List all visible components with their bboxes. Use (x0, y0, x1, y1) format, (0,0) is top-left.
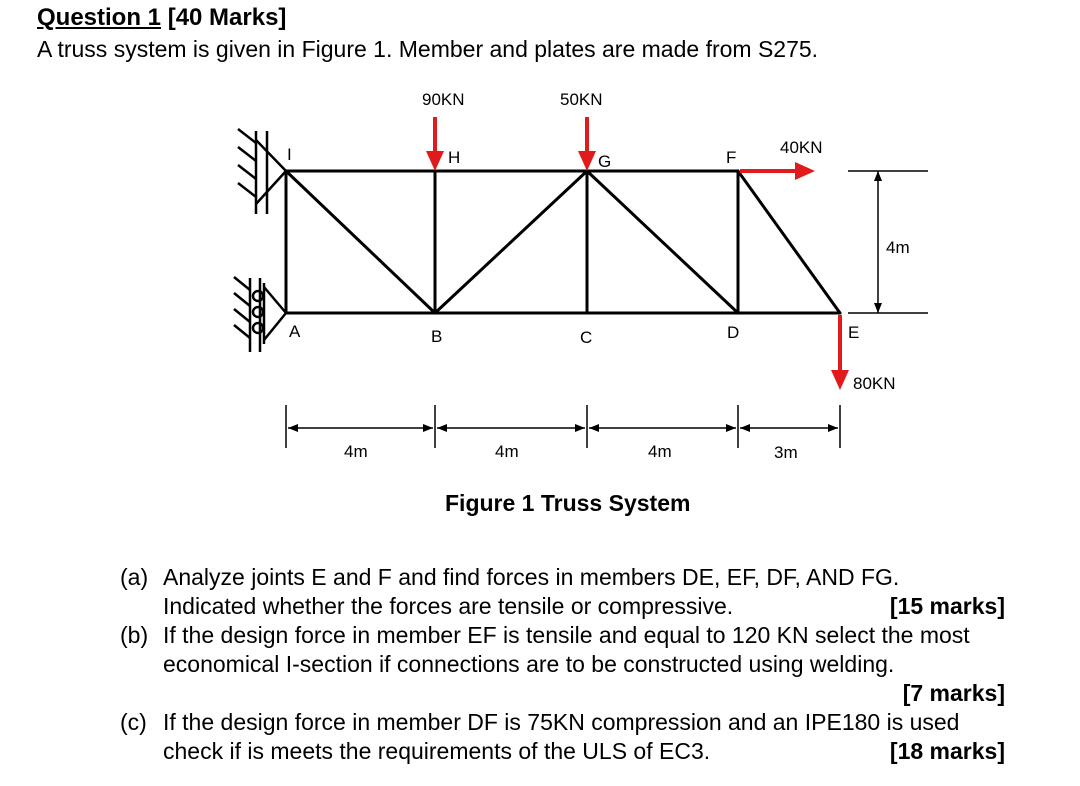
node-label-d: D (727, 323, 739, 342)
load-label-h: 90KN (422, 90, 465, 109)
span-ab-label: 4m (344, 442, 368, 461)
part-c: (c) If the design force in member DF is … (120, 708, 1070, 766)
part-label: (b) (120, 622, 149, 648)
member-gd (585, 169, 740, 315)
span-de-label: 3m (774, 443, 798, 462)
member-fe (736, 169, 842, 315)
span-cd-label: 4m (648, 442, 672, 461)
node-label-f: F (726, 148, 736, 167)
part-text-line1: Analyze joints E and F and find forces i… (163, 564, 900, 590)
node-label-e: E (848, 323, 859, 342)
node-label-b: B (431, 327, 442, 346)
load-labels: 90KN 50KN 40KN 80KN (422, 90, 896, 393)
node-label-i: I (287, 145, 292, 164)
node-label-g: G (598, 152, 611, 171)
span-labels: 4m 4m 4m 3m (344, 442, 798, 462)
dimension-height-label: 4m (886, 238, 910, 257)
node-label-a: A (289, 322, 301, 341)
height-dimension (848, 170, 928, 314)
load-arrow-h-icon (426, 117, 444, 171)
part-a: (a) Analyze joints E and F and find forc… (120, 563, 1070, 621)
truss-members (284, 169, 842, 315)
load-arrow-e-icon (831, 315, 849, 390)
load-arrow-f-icon (740, 162, 815, 180)
part-text-line1: If the design force in member DF is 75KN… (163, 709, 960, 735)
load-label-f: 40KN (780, 138, 823, 157)
member-ib (284, 169, 437, 315)
question-parts: (a) Analyze joints E and F and find forc… (120, 563, 1070, 766)
load-arrows (426, 117, 849, 390)
part-marks: [15 marks] (889, 593, 1005, 619)
part-text-line1: If the design force in member EF is tens… (163, 622, 970, 648)
part-marks: [7 marks] (902, 680, 1005, 706)
roller-support-icon (233, 276, 287, 352)
span-dimensions (285, 405, 841, 448)
load-label-g: 50KN (560, 90, 603, 109)
load-label-e: 80KN (853, 374, 896, 393)
part-marks: [18 marks] (889, 738, 1005, 764)
part-text-line2-row: Indicated whether the forces are tensile… (163, 592, 1005, 621)
span-bc-label: 4m (495, 442, 519, 461)
question-number: Question 1 (37, 4, 162, 31)
part-text-line2: economical I-section if connections are … (163, 651, 895, 677)
part-label: (c) (120, 709, 147, 735)
node-label-c: C (580, 328, 592, 347)
part-b: (b) If the design force in member EF is … (120, 621, 1070, 708)
question-intro: A truss system is given in Figure 1. Mem… (37, 36, 819, 62)
node-label-h: H (448, 148, 460, 167)
part-text-line2: check if is meets the requirements of th… (163, 738, 711, 764)
pin-support-icon (237, 128, 287, 214)
node-labels: A B C D E F G H I (287, 145, 859, 347)
part-label: (a) (120, 564, 149, 590)
question-title: Question 1 [40 Marks] (37, 4, 286, 32)
figure-caption: Figure 1 Truss System (445, 490, 691, 516)
question-marks: [40 Marks] (167, 4, 287, 31)
part-text-line2-row: check if is meets the requirements of th… (163, 737, 1005, 766)
member-bg (433, 169, 589, 315)
load-arrow-g-icon (578, 117, 596, 171)
part-text-line2: Indicated whether the forces are tensile… (163, 593, 734, 619)
